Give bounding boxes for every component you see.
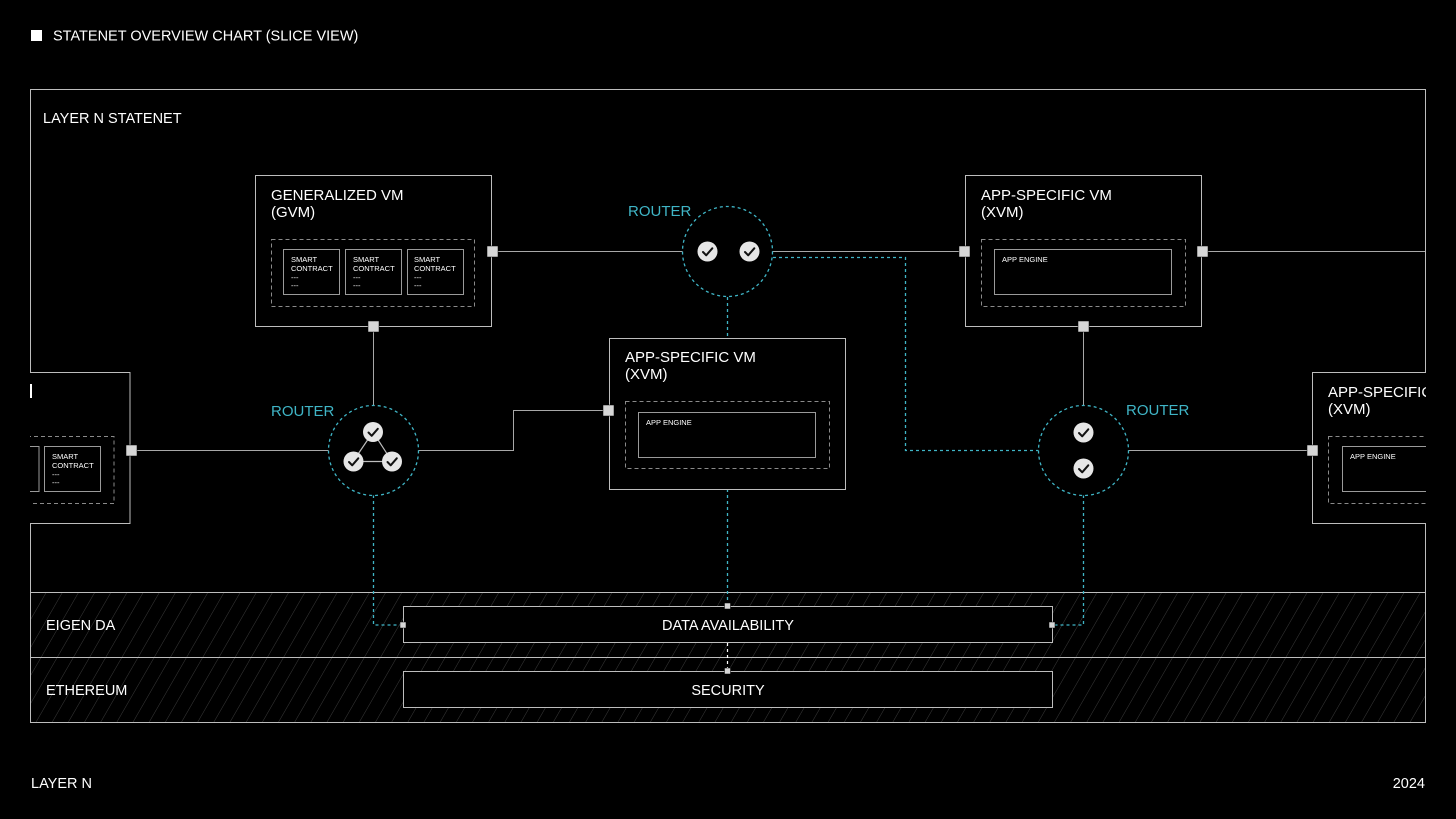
wire-router-xvm-center — [418, 410, 609, 451]
gvm-contract-3: SMART CONTRACT --- --- — [407, 249, 464, 295]
port — [1196, 245, 1209, 258]
port — [486, 245, 499, 258]
footer-brand: LAYER N — [31, 776, 92, 792]
gvm-title-2: (GVM) — [271, 204, 315, 221]
header-square-icon — [31, 30, 42, 41]
router-left — [327, 404, 420, 497]
contract-text: SMART — [52, 452, 79, 461]
contract-text: --- — [52, 470, 60, 479]
check-icon — [362, 421, 384, 443]
contract-text: --- — [52, 478, 60, 487]
router-left-label: ROUTER — [271, 403, 335, 420]
left-partial-contract-group — [30, 436, 115, 504]
xvm-center-title-1: APP-SPECIFIC VM — [625, 349, 756, 366]
xvm-center-engine-group — [625, 401, 830, 469]
xvm-top-right-box — [965, 175, 1202, 327]
xvm-top-right-title-2: (XVM) — [981, 204, 1024, 221]
left-partial-title-fragment — [30, 384, 32, 398]
gvm-box — [255, 175, 492, 327]
xvm-partial-engine-group — [1328, 436, 1426, 504]
port — [125, 444, 138, 457]
cyan-router-router — [773, 256, 1040, 452]
xvm-top-right-title-1: APP-SPECIFIC VM — [981, 187, 1112, 204]
check-icon — [738, 240, 761, 263]
port — [724, 667, 731, 675]
contract-text: --- — [291, 281, 299, 290]
check-icon — [696, 240, 719, 263]
security-label: SECURITY — [691, 683, 765, 699]
router-right — [1037, 404, 1130, 497]
cyan-router-da-right — [1052, 495, 1085, 626]
frame-title: LAYER N STATENET — [43, 111, 182, 127]
xvm-center-box — [609, 338, 846, 490]
check-icon — [1072, 457, 1095, 480]
check-icon — [1072, 421, 1095, 444]
contract-text: --- — [353, 273, 361, 282]
contract-text: --- — [353, 281, 361, 290]
contract-text: --- — [291, 273, 299, 282]
gvm-contract-2: SMART CONTRACT --- --- — [345, 249, 402, 295]
xvm-center-title-2: (XVM) — [625, 366, 668, 383]
port — [602, 404, 615, 417]
check-icon — [342, 450, 365, 473]
xvm-partial-engine — [1342, 446, 1426, 492]
left-partial-contract-cut — [30, 446, 40, 492]
contract-text: CONTRACT — [414, 264, 456, 273]
check-icon — [381, 450, 403, 473]
xvm-center-engine — [638, 412, 816, 458]
xvm-top-right-engine-label: APP ENGINE — [1002, 255, 1048, 264]
contract-text: CONTRACT — [291, 264, 333, 273]
gvm-title-1: GENERALIZED VM — [271, 187, 404, 204]
router-top-label: ROUTER — [628, 203, 692, 220]
contract-text: SMART — [291, 255, 318, 264]
contract-text: --- — [414, 281, 422, 290]
xvm-center-engine-label: APP ENGINE — [646, 418, 692, 427]
page-title: STATENET OVERVIEW CHART (SLICE VIEW) — [53, 29, 358, 45]
port — [1048, 621, 1056, 629]
port — [1306, 444, 1319, 457]
contract-text: CONTRACT — [52, 461, 94, 470]
router-top — [681, 205, 774, 298]
xvm-partial-engine-label: APP ENGINE — [1350, 452, 1396, 461]
data-availability-label: DATA AVAILABILITY — [662, 618, 794, 634]
contract-text: SMART — [414, 255, 441, 264]
data-availability-box — [403, 606, 1053, 643]
xvm-partial-title-1: APP-SPECIFIC — [1328, 384, 1432, 401]
footer-year: 2024 — [1393, 776, 1425, 792]
xvm-partial-right-box — [1312, 372, 1426, 524]
cyan-router-da-left — [372, 495, 403, 626]
port — [367, 320, 380, 333]
security-box — [403, 671, 1053, 708]
contract-text: --- — [414, 273, 422, 282]
gvm-contract-1: SMART CONTRACT --- --- — [283, 249, 340, 295]
ethereum-label: ETHEREUM — [46, 683, 127, 699]
left-partial-contract: SMART CONTRACT --- --- — [44, 446, 101, 492]
port — [399, 621, 407, 629]
contract-text: CONTRACT — [353, 264, 395, 273]
xvm-top-right-engine-group — [981, 239, 1186, 307]
port — [724, 602, 731, 610]
xvm-top-right-engine — [994, 249, 1172, 295]
xvm-partial-title-2: (XVM) — [1328, 401, 1371, 418]
gvm-contract-group — [271, 239, 475, 307]
router-right-label: ROUTER — [1126, 402, 1190, 419]
port — [958, 245, 971, 258]
port — [1077, 320, 1090, 333]
contract-text: SMART — [353, 255, 380, 264]
eigen-da-label: EIGEN DA — [46, 618, 116, 634]
